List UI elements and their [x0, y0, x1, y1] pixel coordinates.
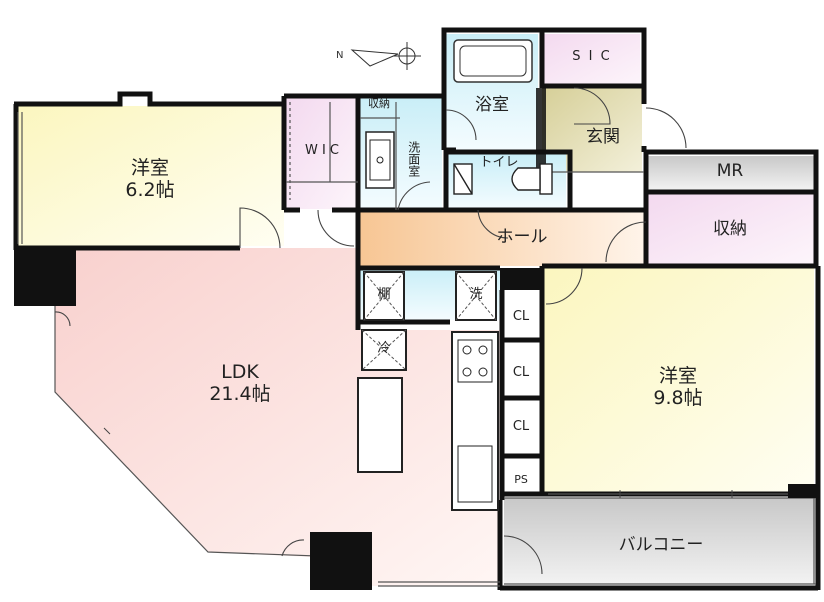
window-marks: [103, 427, 733, 498]
wash-basin-icon: [365, 131, 395, 189]
label-toilet: トイレ: [479, 155, 519, 170]
room-western-9-8-fill: [544, 268, 814, 494]
label-fridge: 冷: [377, 341, 391, 356]
label-storage-small: 収納: [368, 97, 390, 110]
label-washroom: 洗面室: [406, 141, 421, 177]
label-hall: ホール: [496, 227, 548, 247]
room-balcony-fill: [504, 498, 816, 584]
pillar-right-bottom: [788, 484, 818, 498]
svg-text:N: N: [336, 50, 343, 61]
label-balcony: バルコニー: [618, 535, 704, 555]
walls: [13, 27, 821, 591]
pillar-center: [500, 268, 544, 290]
room-storage-fill: [648, 194, 814, 264]
label-cl-1: CL: [512, 309, 530, 324]
label-washing: 洗: [469, 287, 483, 302]
label-shelf: 棚: [377, 287, 391, 302]
label-entrance: 玄関: [586, 127, 620, 147]
room-sic-fill: [540, 34, 640, 86]
pillar-toilet: [536, 88, 546, 172]
pillar-bottom: [310, 532, 372, 590]
label-wic: W I C: [304, 143, 340, 158]
label-bathroom: 浴室: [475, 95, 509, 115]
label-storage: 収納: [713, 219, 747, 239]
door-swings: [54, 87, 687, 575]
kitchen-counter: [357, 331, 499, 511]
bathtub-icon: [453, 39, 533, 83]
toilet-icon: [453, 163, 553, 195]
label-western-room-9-8: 洋室 9.8帖: [653, 365, 703, 409]
north-compass-icon: N: [336, 42, 421, 70]
stove-icon: [457, 339, 493, 383]
room-mr-fill: [648, 156, 814, 190]
thin-lines: [17, 102, 816, 587]
label-western-room-6-2: 洋室 6.2帖: [125, 157, 175, 201]
sink-icon: [457, 445, 493, 503]
pillar-left: [14, 248, 76, 306]
label-cl-3: CL: [512, 419, 530, 434]
label-ldk: LDK 21.4帖: [209, 361, 271, 405]
label-cl-2: CL: [512, 365, 530, 380]
label-ps: PS: [514, 473, 528, 486]
room-wic-fill: [286, 97, 358, 209]
label-mr: MR: [716, 161, 744, 181]
label-sic: S I C: [572, 49, 612, 64]
